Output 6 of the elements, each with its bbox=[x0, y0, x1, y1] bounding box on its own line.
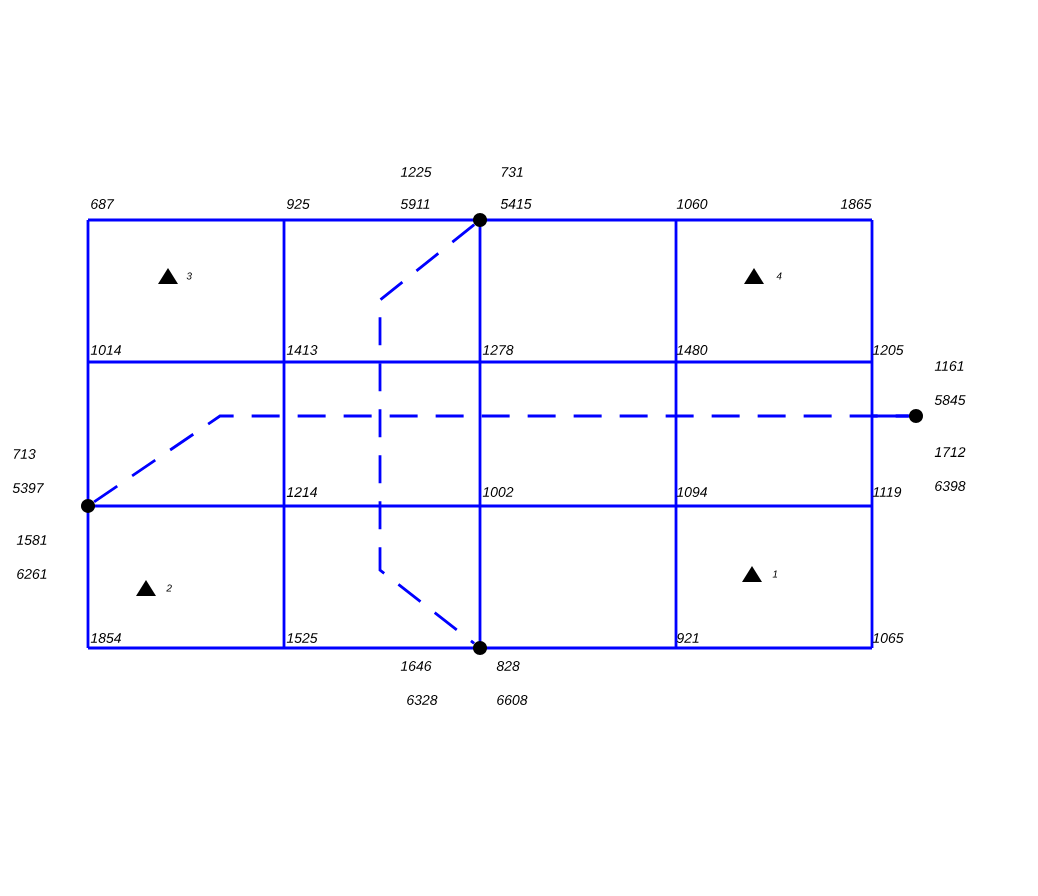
survey-point bbox=[473, 641, 487, 655]
survey-point bbox=[909, 409, 923, 423]
dashed-line bbox=[93, 414, 909, 503]
dashed-line bbox=[378, 223, 476, 645]
survey-point bbox=[473, 213, 487, 227]
survey-point bbox=[81, 499, 95, 513]
